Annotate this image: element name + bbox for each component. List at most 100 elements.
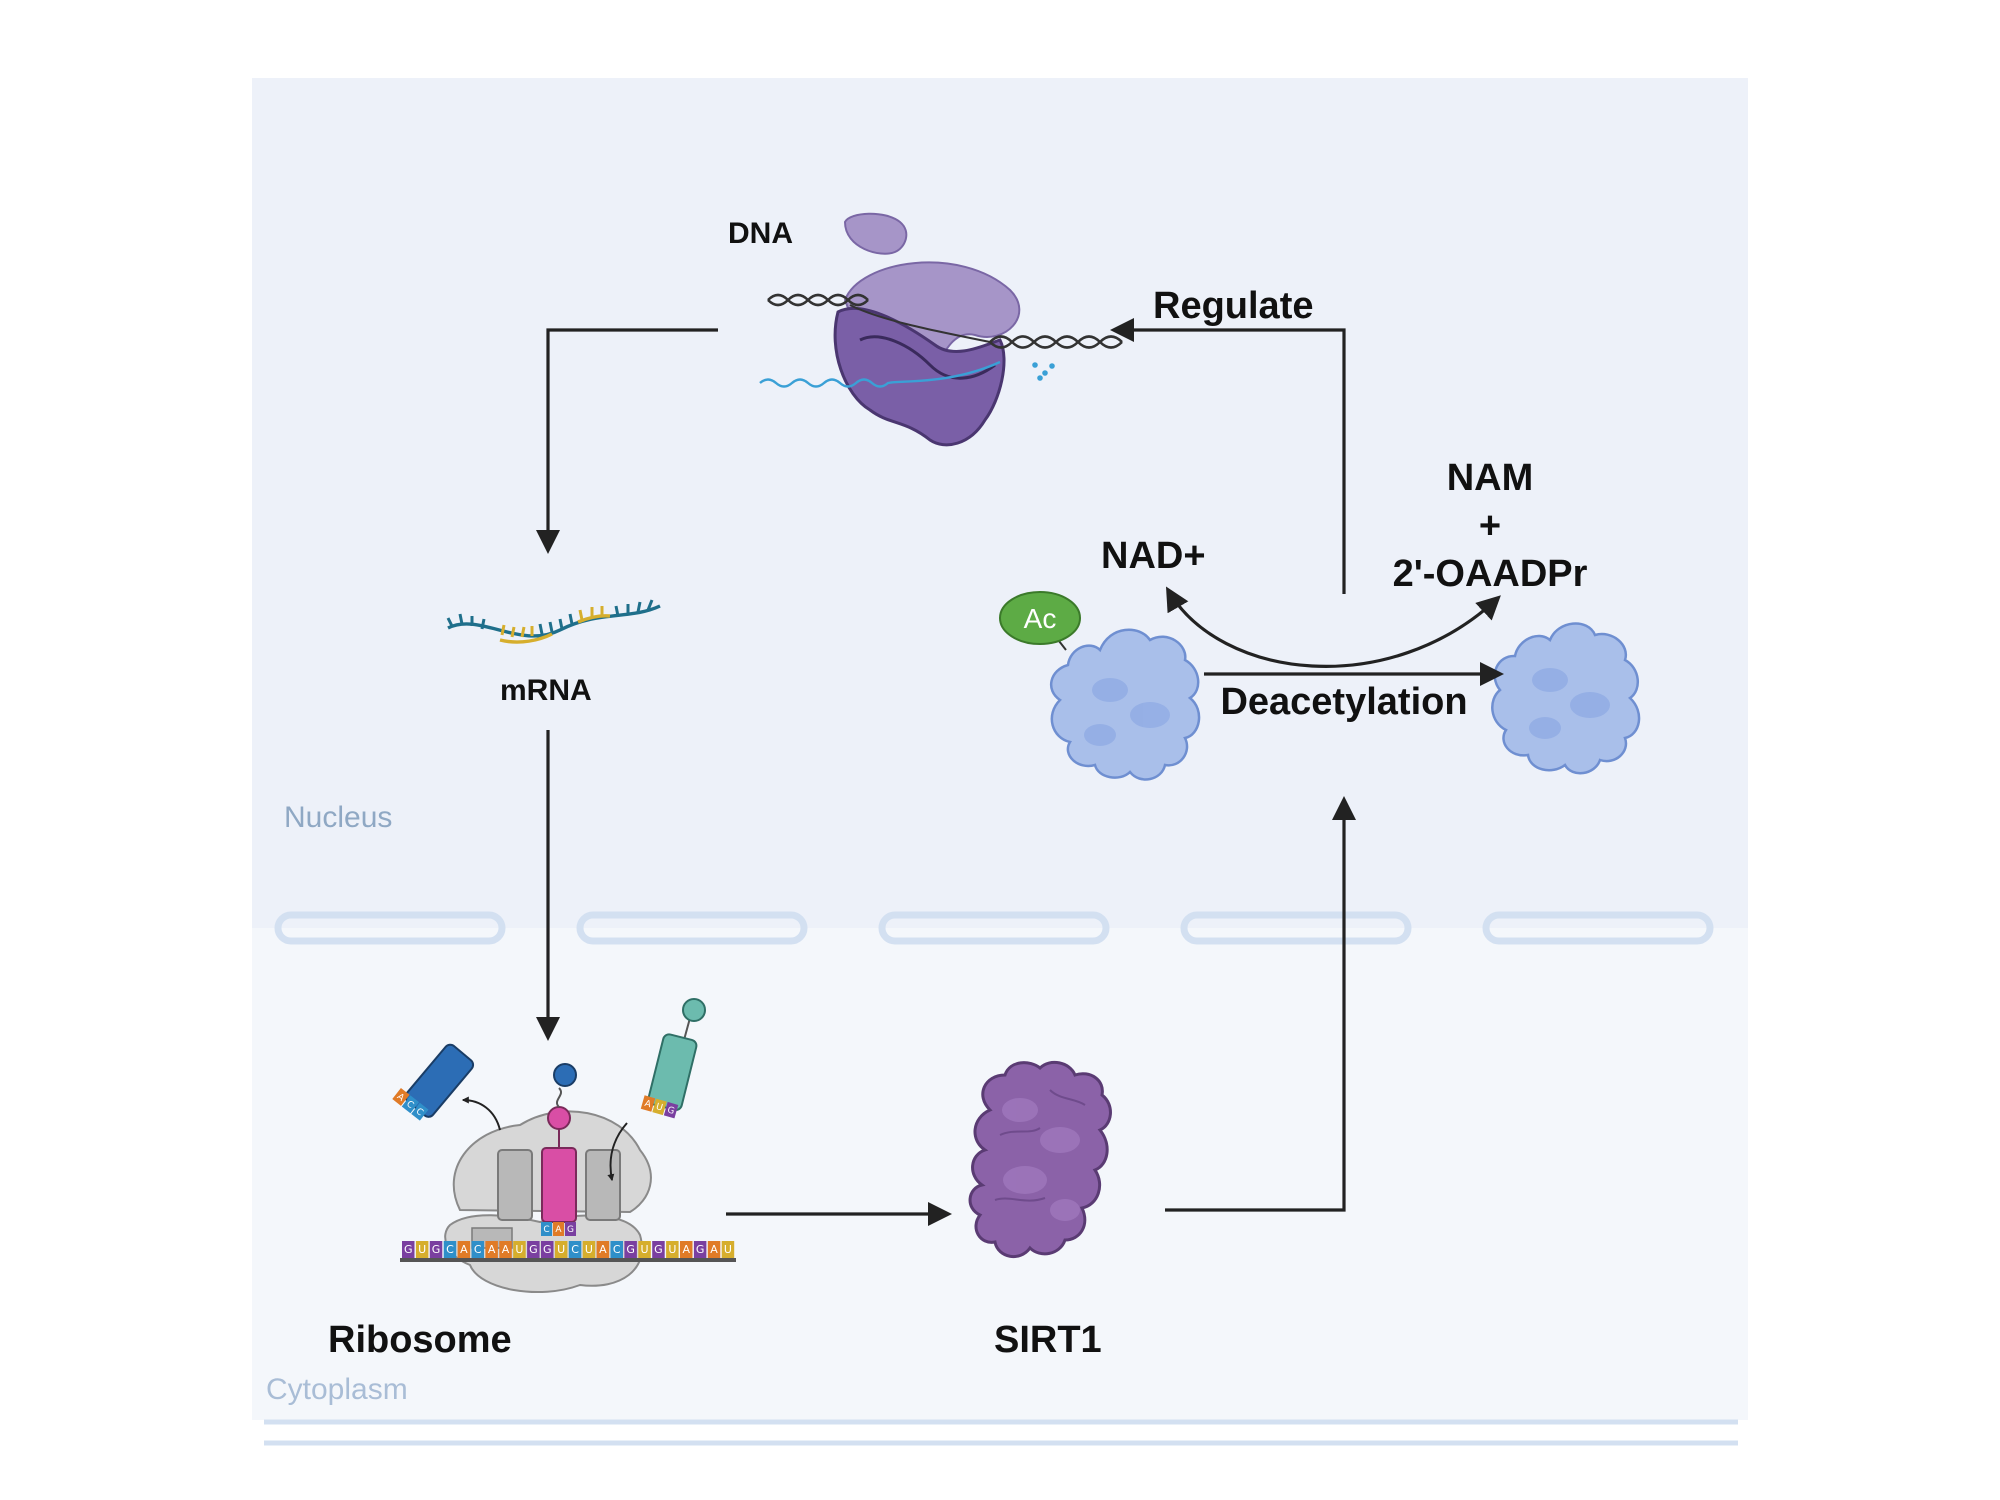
trna-exit-arrow xyxy=(461,1096,501,1131)
codon-letter: A xyxy=(460,1243,468,1256)
codon-tile xyxy=(429,1241,443,1258)
exiting-trna-anticodon: ACC xyxy=(392,1088,429,1121)
codon-tile xyxy=(541,1222,552,1236)
codon-tile xyxy=(402,1241,415,1258)
codon-tile xyxy=(401,1095,420,1114)
codon-letter: C xyxy=(446,1243,454,1256)
codon-tile xyxy=(411,1102,429,1121)
codon-letter: A xyxy=(599,1243,607,1256)
codon-letter: G xyxy=(567,1225,574,1235)
sirt1-to-nucleus-arrow xyxy=(1165,796,1356,1212)
trna-entry-arrow xyxy=(607,1122,628,1182)
codon-tile xyxy=(596,1241,610,1258)
cytoplasm-label: Cytoplasm xyxy=(266,1373,408,1406)
codon-letter: G xyxy=(432,1243,441,1256)
codon-letter: A xyxy=(555,1225,562,1235)
dna-helix-icon xyxy=(767,293,1123,349)
nucleus-region xyxy=(252,78,1748,928)
codon-tile xyxy=(652,1098,667,1116)
codon-letter: U xyxy=(668,1243,676,1256)
codon-tile xyxy=(443,1241,457,1258)
codon-tile xyxy=(415,1241,429,1258)
codon-tile xyxy=(554,1241,568,1258)
codon-tile xyxy=(640,1095,656,1112)
codon-tile xyxy=(527,1241,540,1258)
regulate-label: Regulate xyxy=(1153,285,1313,327)
mrna-label: mRNA xyxy=(500,674,592,707)
codon-letter: U xyxy=(724,1243,732,1256)
codon-tile xyxy=(568,1241,582,1258)
nascent-rna-icon xyxy=(759,360,1055,388)
dna-label: DNA xyxy=(728,217,793,250)
acetylated-substrate-icon xyxy=(999,591,1201,781)
codon-tile xyxy=(541,1241,554,1258)
deacetylation-label: Deacetylation xyxy=(1220,681,1467,723)
rna-polymerase-icon xyxy=(833,212,1021,447)
codon-letter: A xyxy=(643,1099,652,1111)
codon-tile xyxy=(652,1241,665,1258)
codon-letter: C xyxy=(404,1099,415,1111)
codon-letter: A xyxy=(682,1243,690,1256)
codon-letter: U xyxy=(641,1243,649,1256)
regulate-arrow xyxy=(1110,318,1346,594)
codon-tile xyxy=(693,1241,707,1258)
codon-tile xyxy=(638,1241,651,1258)
codon-letter: G xyxy=(654,1243,663,1256)
codon-letter: G xyxy=(626,1243,635,1256)
codon-tile xyxy=(565,1222,576,1236)
codon-tile xyxy=(624,1241,637,1258)
codon-letter: A xyxy=(710,1243,718,1256)
codon-tile xyxy=(721,1241,735,1258)
nuclear-envelope xyxy=(274,911,1714,945)
ribosome-label: Ribosome xyxy=(328,1319,512,1361)
codon-letter: A xyxy=(395,1092,407,1104)
acetyl-group-icon xyxy=(999,591,1081,645)
codon-tile xyxy=(499,1241,512,1258)
codon-tile xyxy=(471,1241,484,1258)
plus-label: + xyxy=(1479,505,1501,547)
codon-tile xyxy=(663,1101,679,1119)
codon-tile xyxy=(680,1241,693,1258)
codon-tile xyxy=(553,1222,564,1236)
mrna-icon xyxy=(446,599,661,644)
codon-letter: G xyxy=(696,1243,705,1256)
codon-tile xyxy=(666,1241,679,1258)
sirt1-label: SIRT1 xyxy=(994,1319,1102,1361)
codon-letter: U xyxy=(418,1243,426,1256)
codon-letter: U xyxy=(655,1102,664,1113)
codon-letter: U xyxy=(515,1243,523,1256)
codon-letter: C xyxy=(414,1107,425,1119)
codon-letter: C xyxy=(613,1243,621,1256)
codon-letter: G xyxy=(529,1243,538,1256)
cofactor-curve-arrow xyxy=(1165,586,1501,668)
codon-letter: G xyxy=(543,1243,552,1256)
nucleus-label: Nucleus xyxy=(284,801,392,834)
codon-tile xyxy=(582,1241,596,1258)
codon-letter: C xyxy=(474,1243,482,1256)
acetyl-label: Ac xyxy=(1024,603,1057,634)
sirt1-protein-icon xyxy=(968,1060,1112,1258)
oaadpr-label: 2'-OAADPr xyxy=(1393,553,1588,595)
dna-to-mrna-arrow xyxy=(536,328,718,554)
codon-letter: C xyxy=(543,1225,549,1235)
codon-letter: G xyxy=(404,1243,413,1256)
codon-letter: C xyxy=(571,1243,579,1256)
codon-tile xyxy=(610,1241,623,1258)
codon-tile xyxy=(457,1241,471,1258)
codon-letter: U xyxy=(585,1243,593,1256)
codon-letter: G xyxy=(666,1105,675,1117)
codon-tile xyxy=(485,1241,498,1258)
deacetylated-substrate-icon xyxy=(1491,622,1641,775)
codon-tile xyxy=(707,1241,721,1258)
nam-label: NAM xyxy=(1447,457,1534,499)
cell-membrane xyxy=(264,1419,1738,1446)
nad-label: NAD+ xyxy=(1101,535,1206,577)
codon-tile xyxy=(513,1241,526,1258)
codon-letter: U xyxy=(557,1243,565,1256)
codon-tile xyxy=(392,1088,410,1106)
